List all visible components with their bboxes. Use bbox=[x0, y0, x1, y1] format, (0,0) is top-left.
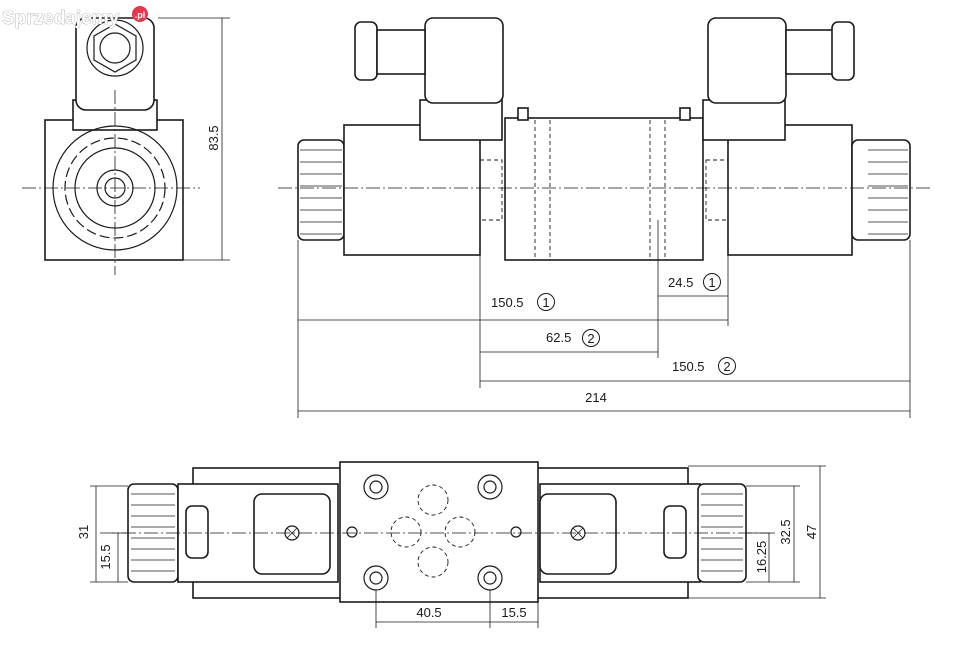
dim-16-25-label: 16.25 bbox=[754, 541, 769, 574]
dim-150-5-a-label: 150.5 bbox=[491, 295, 524, 310]
bottom-left-gland bbox=[185, 505, 209, 559]
side-gland-inner bbox=[99, 32, 131, 64]
dim-24-5-label: 24.5 bbox=[668, 275, 693, 290]
dim-214-label: 214 bbox=[585, 390, 607, 405]
front-screw-left bbox=[517, 107, 529, 121]
front-right-connector-base bbox=[702, 99, 786, 141]
front-screw-right bbox=[679, 107, 691, 121]
front-left-knurl-ribs bbox=[300, 149, 342, 235]
front-right-gland-body bbox=[785, 29, 835, 75]
dim-150-5-a-callout bbox=[537, 293, 555, 311]
front-left-knurl bbox=[297, 139, 345, 241]
front-right-gland bbox=[831, 21, 855, 81]
side-cable-gland bbox=[86, 19, 144, 77]
bottom-left-knurl-ribs bbox=[131, 493, 175, 572]
watermark-suffix: .pl bbox=[135, 10, 146, 20]
dim-24-5-callout-num: 1 bbox=[708, 275, 715, 290]
front-left-port-hidden bbox=[479, 159, 503, 221]
bottom-port-p bbox=[417, 484, 449, 516]
bottom-left-connector bbox=[253, 493, 331, 575]
front-left-connector bbox=[424, 17, 504, 104]
front-left-gland bbox=[354, 21, 378, 81]
bottom-port-b bbox=[444, 516, 476, 548]
bottom-mount-hole-tl-inner bbox=[369, 480, 383, 494]
front-left-gland-body bbox=[376, 29, 426, 75]
front-right-solenoid bbox=[727, 124, 853, 256]
dim-62-5-callout bbox=[582, 329, 600, 347]
bottom-left-screw-x2 bbox=[286, 527, 298, 539]
bottom-port-t bbox=[417, 546, 449, 578]
dim-83-5-label: 83.5 bbox=[206, 125, 221, 150]
bottom-right-knurl-ribs bbox=[701, 493, 743, 572]
watermark-text: Sprzedajemy bbox=[2, 8, 120, 29]
dim-15-5-bottom-label: 15.5 bbox=[501, 605, 526, 620]
bottom-right-connector bbox=[539, 493, 617, 575]
bottom-mount-hole-bl-inner bbox=[369, 571, 383, 585]
dim-40-5-label: 40.5 bbox=[416, 605, 441, 620]
front-right-knurl bbox=[851, 139, 911, 241]
bottom-mount-hole-tr bbox=[477, 474, 503, 500]
bottom-right-gland bbox=[663, 505, 687, 559]
bottom-mount-hole-tr-inner bbox=[483, 480, 497, 494]
dim-47-label: 47 bbox=[804, 525, 819, 539]
bottom-valve-block bbox=[339, 461, 539, 603]
front-valve-body bbox=[504, 117, 704, 261]
dim-15-5-left-label: 15.5 bbox=[98, 544, 113, 569]
front-right-port-hidden bbox=[705, 159, 729, 221]
watermark-logo: Sprzedajemy .pl bbox=[2, 6, 148, 29]
side-gland-nut bbox=[93, 23, 137, 73]
dim-62-5-label: 62.5 bbox=[546, 330, 571, 345]
bottom-mount-hole-tl bbox=[363, 474, 389, 500]
bottom-pin-left bbox=[346, 526, 358, 538]
dim-32-5-label: 32.5 bbox=[778, 519, 793, 544]
front-right-knurl-ribs bbox=[868, 149, 908, 235]
dim-62-5-callout-num: 2 bbox=[587, 331, 594, 346]
front-left-connector-base bbox=[419, 99, 503, 141]
watermark-badge-icon bbox=[132, 6, 148, 22]
side-connector bbox=[75, 17, 155, 111]
dim-150-5-b-label: 150.5 bbox=[672, 359, 705, 374]
bottom-port-a bbox=[390, 516, 422, 548]
dim-31-label: 31 bbox=[76, 525, 91, 539]
front-view: 24.5 1 150.5 1 62.5 2 150.5 2 214 bbox=[278, 17, 930, 418]
dim-150-5-b-callout-num: 2 bbox=[723, 359, 730, 374]
dim-150-5-a-callout-num: 1 bbox=[542, 295, 549, 310]
bottom-view: 31 15.5 16.25 32.5 47 40.5 15.5 bbox=[76, 461, 826, 628]
side-view: 83.5 bbox=[22, 17, 230, 275]
dim-24-5-callout bbox=[703, 273, 721, 291]
bottom-mount-hole-br-inner bbox=[483, 571, 497, 585]
dim-150-5-b-callout bbox=[718, 357, 736, 375]
bottom-right-screw-x2 bbox=[572, 527, 584, 539]
side-body bbox=[44, 119, 184, 261]
front-right-connector bbox=[707, 17, 787, 104]
bottom-pin-right bbox=[510, 526, 522, 538]
front-left-solenoid bbox=[343, 124, 481, 256]
